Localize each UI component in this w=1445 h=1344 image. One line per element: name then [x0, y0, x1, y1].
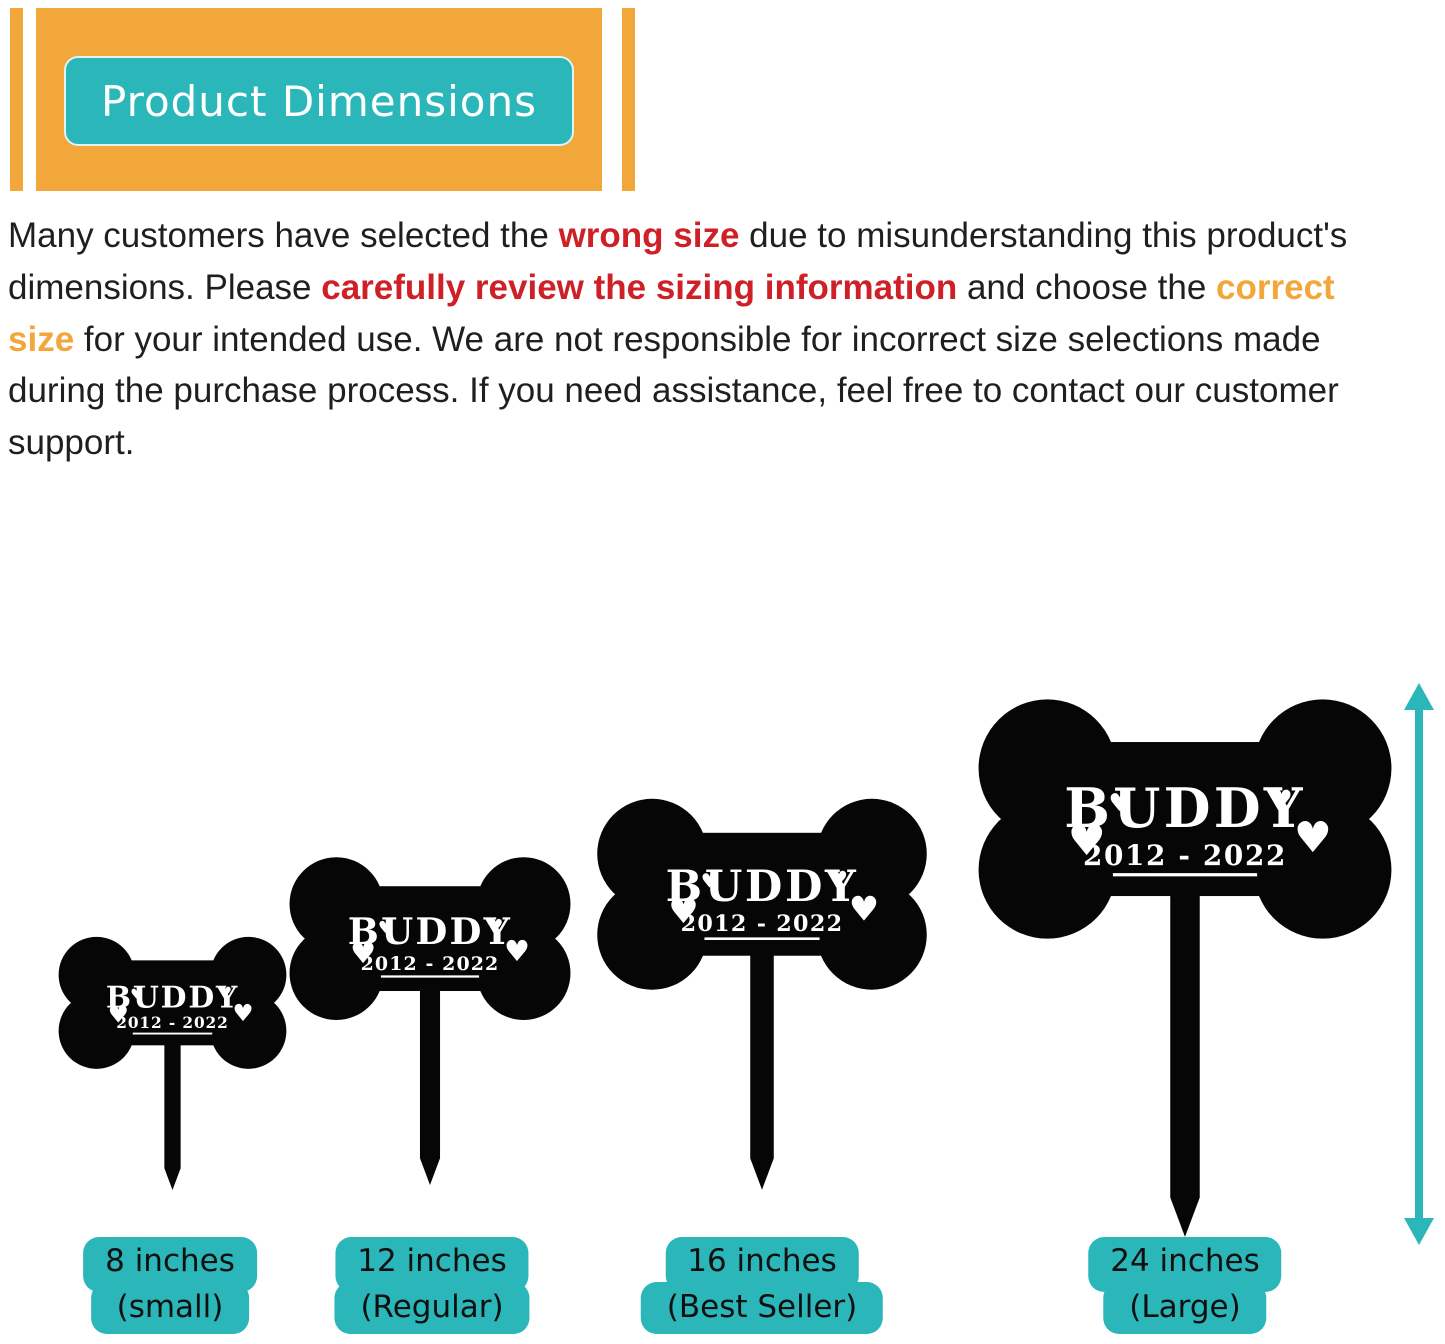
bone-stake-graphic-best-seller: ♥ ♥ ♥ ♥ BUDDY 2012 - 2022: [597, 798, 927, 1190]
title-box: Product Dimensions: [64, 56, 574, 146]
header-banner: Product Dimensions: [36, 8, 602, 191]
heart-icon: ♥: [350, 936, 376, 970]
page-title: Product Dimensions: [101, 76, 537, 126]
size-label-large: 24 inches (Large): [1088, 1237, 1282, 1335]
correct-size-highlight: correct size: [8, 267, 1335, 359]
intro-text: due to misunderstanding this product's d…: [8, 216, 1348, 307]
intro-text: for your intended use. We are not respon…: [8, 319, 1339, 463]
heart-icon: ♥: [232, 999, 253, 1027]
heart-icon: ♥: [108, 1001, 129, 1029]
pet-name-text: BUDDY: [348, 909, 512, 953]
bone-stake-graphic-small: ♥ ♥ ♥ ♥ BUDDY 2012 - 2022: [58, 936, 287, 1190]
pet-years-text: 2012 - 2022: [1083, 839, 1287, 872]
heart-icon: ♥: [849, 889, 879, 929]
heart-icon: ♥: [1294, 813, 1332, 863]
review-sizing-highlight: carefully review the sizing information: [321, 267, 958, 307]
bone-silhouette: [978, 699, 1392, 1237]
size-value: 24 inches: [1088, 1237, 1282, 1292]
left-accent-stripe: [10, 8, 23, 191]
heart-icon: ♥: [504, 934, 530, 968]
size-value: 12 inches: [335, 1237, 529, 1292]
bone-silhouette: [597, 798, 927, 1190]
vertical-measure-arrow-icon: [1404, 683, 1434, 1245]
heart-icon: ♥: [701, 870, 719, 893]
heart-icon: ♥: [1271, 785, 1293, 814]
size-value: 16 inches: [665, 1237, 859, 1292]
heart-icon: ♥: [488, 915, 503, 935]
pet-name-text: BUDDY: [1064, 776, 1306, 840]
bone-silhouette: [58, 936, 287, 1190]
pet-years-text: 2012 - 2022: [116, 1014, 229, 1032]
intro-text: and choose the: [957, 267, 1217, 307]
size-label-regular: 12 inches (Regular): [334, 1237, 530, 1335]
pet-name-text: BUDDY: [666, 861, 859, 912]
bone-silhouette: [289, 857, 571, 1185]
pet-name-text: BUDDY: [106, 980, 239, 1015]
heart-icon: ♥: [830, 867, 848, 890]
bone-stake-graphic-regular: ♥ ♥ ♥ ♥ BUDDY 2012 - 2022: [289, 857, 571, 1185]
heart-icon: ♥: [1108, 788, 1130, 817]
intro-text: Many customers have selected the: [8, 216, 559, 255]
heart-icon: ♥: [130, 986, 142, 1002]
sizing-disclaimer-paragraph: Many customers have selected the wrong s…: [8, 210, 1380, 469]
heart-icon: ♥: [668, 892, 698, 932]
size-label-best-seller: 16 inches (Best Seller): [640, 1237, 884, 1335]
right-accent-stripe: [622, 8, 635, 191]
heart-icon: ♥: [1068, 816, 1106, 866]
pet-years-text: 2012 - 2022: [361, 953, 500, 975]
pet-years-text: 2012 - 2022: [681, 911, 844, 937]
wrong-size-highlight: wrong size: [558, 216, 740, 255]
heart-icon: ♥: [220, 985, 232, 1001]
bone-stake-graphic-large: ♥ ♥ ♥ ♥ BUDDY 2012 - 2022: [978, 699, 1392, 1237]
size-label-small: 8 inches (small): [83, 1237, 257, 1335]
size-value: 8 inches: [83, 1237, 257, 1292]
heart-icon: ♥: [378, 917, 393, 937]
